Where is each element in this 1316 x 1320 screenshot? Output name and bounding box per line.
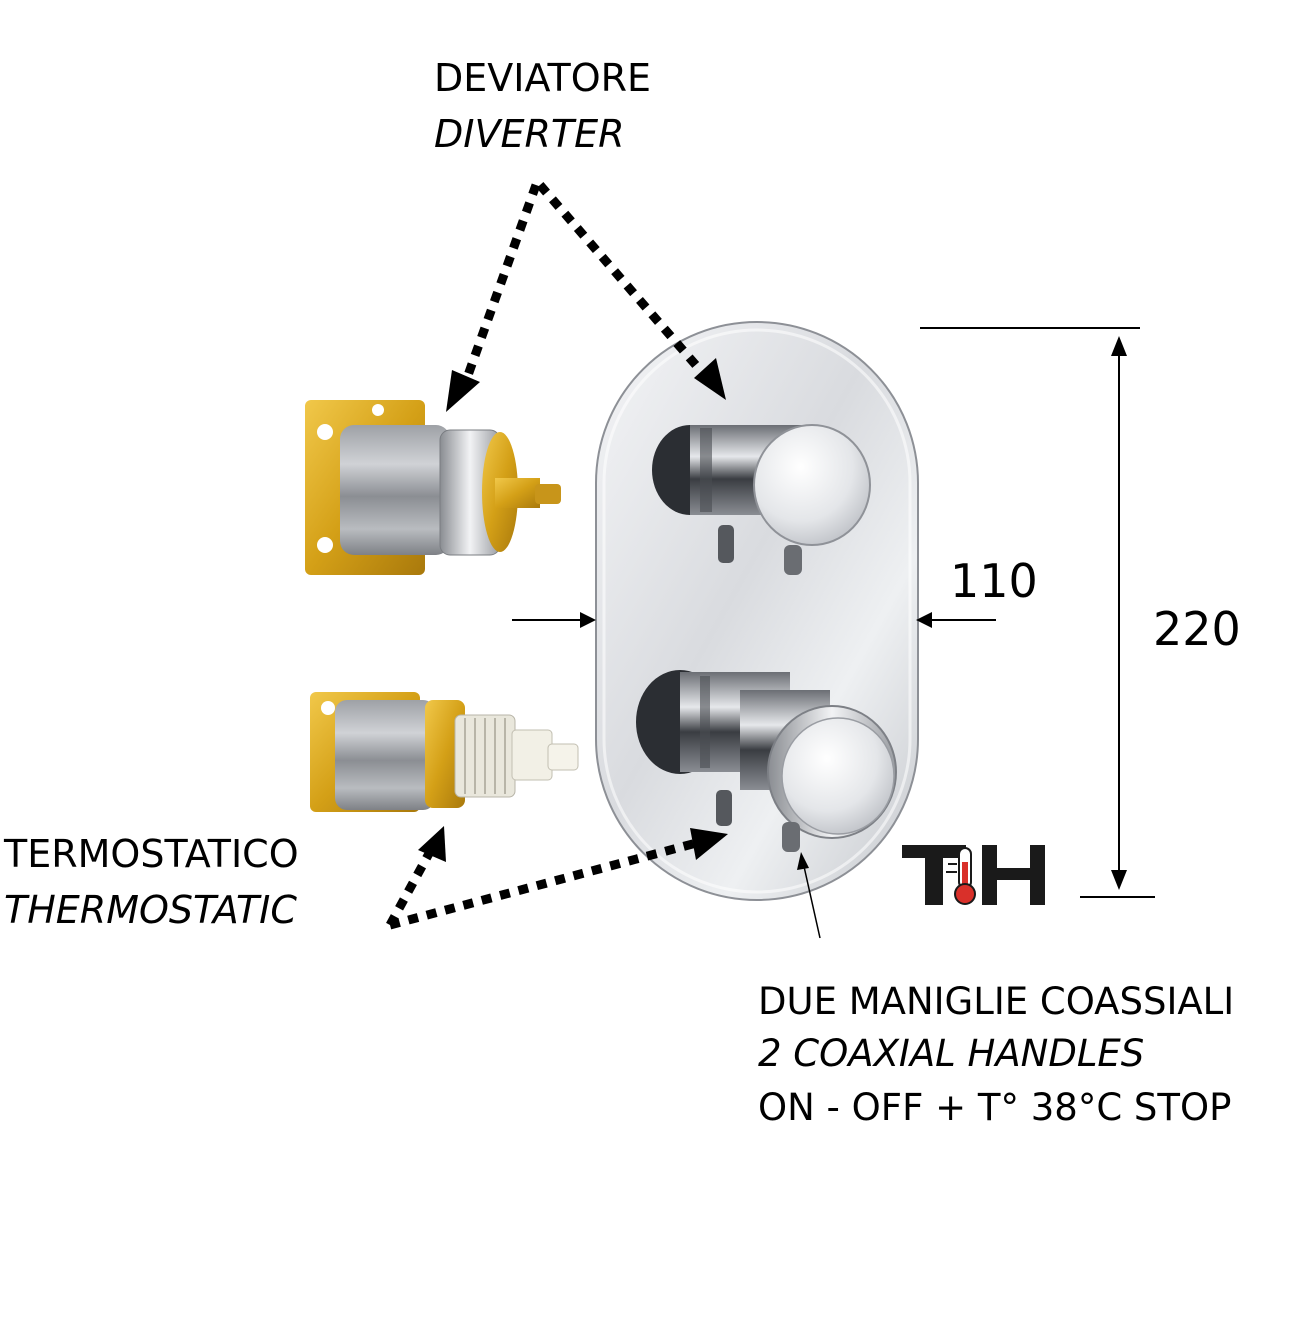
handles-leader-line bbox=[797, 852, 821, 939]
thermostatic-pointer-arrows bbox=[386, 826, 728, 930]
diverter-knob bbox=[652, 424, 871, 575]
thermometer-icon bbox=[946, 847, 976, 905]
diverter-label-en: DIVERTER bbox=[434, 112, 625, 156]
thermostatic-label-en: THERMOSTATIC bbox=[4, 888, 297, 932]
height-dimension bbox=[920, 327, 1155, 898]
diverter-label-it: DEVIATORE bbox=[434, 56, 652, 100]
handles-spec-label: ON - OFF + T° 38°C STOP bbox=[758, 1086, 1232, 1129]
thermostatic-cartridge bbox=[310, 692, 579, 812]
thermostatic-knob bbox=[636, 670, 897, 852]
height-dimension-label: 220 bbox=[1153, 602, 1241, 656]
diverter-cartridge bbox=[305, 400, 561, 575]
thermostatic-label-it: TERMOSTATICO bbox=[4, 832, 299, 876]
handles-label-en: 2 COAXIAL HANDLES bbox=[758, 1032, 1145, 1075]
width-dimension bbox=[512, 612, 996, 628]
th-logo bbox=[902, 845, 1045, 905]
diverter-pointer-arrows bbox=[446, 182, 726, 412]
handles-label-it: DUE MANIGLIE COASSIALI bbox=[758, 980, 1235, 1023]
width-dimension-label: 110 bbox=[950, 554, 1038, 608]
